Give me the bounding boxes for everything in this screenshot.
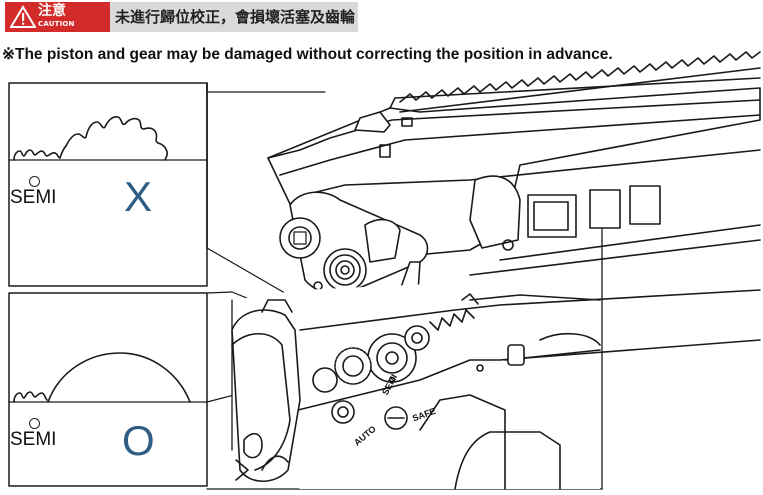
bottom-panel-mark: O xyxy=(122,417,155,464)
selector-knob-icon-top xyxy=(29,176,40,187)
warning-triangle-icon xyxy=(10,5,36,28)
caution-label-en: CAUTION xyxy=(38,20,75,28)
stock-assembly xyxy=(231,299,301,483)
caution-label-zh: 注意 xyxy=(38,3,66,19)
top-panel-label: SEMI xyxy=(10,187,57,208)
caution-banner: 注意 CAUTION 未進行歸位校正，會損壞活塞及齒輪 xyxy=(5,2,358,32)
top-panel-mark: X xyxy=(124,173,153,220)
warning-text: ※The piston and gear may be damaged with… xyxy=(2,46,613,63)
bottom-panel-label: SEMI xyxy=(10,429,57,450)
lower-receiver xyxy=(231,282,761,490)
selector-knob-icon-bottom xyxy=(29,418,40,429)
upper-receiver xyxy=(267,51,761,276)
hinge-assembly xyxy=(279,191,514,296)
bottom-inset-frame xyxy=(8,292,208,487)
caution-message: 未進行歸位校正，會損壞活塞及齒輪 xyxy=(115,8,356,26)
caution-badge: 注意 CAUTION xyxy=(5,2,110,32)
